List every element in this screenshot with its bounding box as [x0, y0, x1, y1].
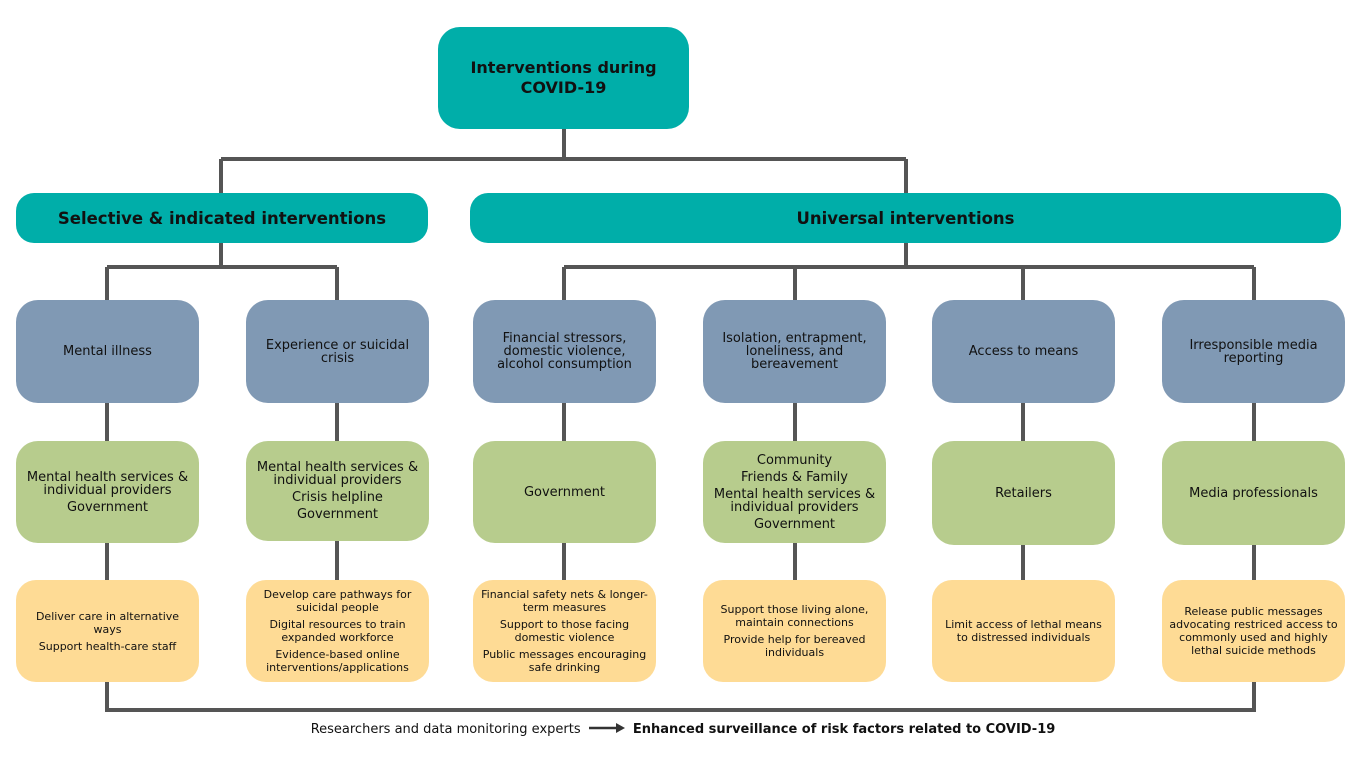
- actor-label: Media professionals: [1189, 485, 1318, 501]
- actor-label: Mental health services & individual prov…: [713, 486, 876, 515]
- action-box-isolation: Support those living alone, maintain con…: [703, 580, 886, 682]
- actor-box-access: Retailers: [932, 441, 1115, 545]
- footer-caption: Researchers and data monitoring experts …: [0, 722, 1366, 737]
- actor-label: Crisis helpline: [292, 490, 383, 505]
- actor-box-suicidal-crisis: Mental health services & individual prov…: [246, 441, 429, 541]
- actor-label: Retailers: [995, 485, 1052, 501]
- actor-label: Community: [756, 452, 833, 468]
- actor-box-financial: Government: [473, 441, 656, 543]
- risk-media-reporting: Irresponsible media reporting: [1162, 300, 1345, 403]
- risk-isolation: Isolation, entrapment, loneliness, and b…: [703, 300, 886, 403]
- actor-label: Government: [66, 499, 149, 515]
- risk-financial-stressors: Financial stressors, domestic violence, …: [473, 300, 656, 403]
- action-label: Provide help for bereaved individuals: [723, 633, 866, 659]
- group-universal: Universal interventions: [470, 193, 1341, 243]
- group-universal-label: Universal interventions: [796, 208, 1015, 228]
- actor-label: Government: [523, 484, 606, 500]
- action-box-financial: Financial safety nets & longer-term meas…: [473, 580, 656, 682]
- action-label: Deliver care in alternative ways: [35, 609, 180, 636]
- risk-label: Experience or suicidal crisis: [265, 337, 410, 366]
- footer-actor: Researchers and data monitoring experts: [310, 722, 581, 737]
- risk-mental-illness: Mental illness: [16, 300, 199, 403]
- risk-label: Access to means: [968, 344, 1079, 359]
- action-label: Release public messages advocating restr…: [1169, 605, 1338, 657]
- actor-box-media: Media professionals: [1162, 441, 1345, 545]
- actor-label: Government: [296, 507, 379, 522]
- actor-label: Government: [753, 516, 836, 532]
- risk-access-to-means: Access to means: [932, 300, 1115, 403]
- risk-label: Isolation, entrapment, loneliness, and b…: [722, 331, 867, 372]
- action-label: Support to those facing domestic violenc…: [499, 618, 630, 644]
- group-selective: Selective & indicated interventions: [16, 193, 428, 243]
- action-box-suicidal-crisis: Develop care pathways for suicidal peopl…: [246, 580, 429, 682]
- actor-box-isolation: Community Friends & Family Mental health…: [703, 441, 886, 543]
- footer-outcome: Enhanced surveillance of risk factors re…: [632, 722, 1056, 737]
- action-box-media: Release public messages advocating restr…: [1162, 580, 1345, 682]
- root-node: Interventions during COVID-19: [438, 27, 689, 129]
- actor-label: Friends & Family: [741, 469, 848, 485]
- risk-suicidal-crisis: Experience or suicidal crisis: [246, 300, 429, 403]
- action-box-access: Limit access of lethal means to distress…: [932, 580, 1115, 682]
- action-label: Limit access of lethal means to distress…: [945, 618, 1102, 644]
- action-box-mental-illness: Deliver care in alternative ways Support…: [16, 580, 199, 682]
- right-arrow-icon: [588, 722, 625, 737]
- action-label: Digital resources to train expanded work…: [269, 618, 406, 644]
- action-label: Financial safety nets & longer-term meas…: [481, 588, 648, 614]
- action-label: Public messages encouraging safe drinkin…: [482, 648, 647, 674]
- action-label: Support those living alone, maintain con…: [720, 603, 869, 629]
- actor-label: Mental health services & individual prov…: [26, 469, 189, 498]
- action-label: Evidence-based online interventions/appl…: [266, 648, 409, 674]
- risk-label: Financial stressors, domestic violence, …: [497, 331, 632, 372]
- risk-label: Irresponsible media reporting: [1189, 337, 1318, 366]
- root-title: Interventions during COVID-19: [470, 58, 657, 97]
- action-label: Develop care pathways for suicidal peopl…: [263, 588, 412, 614]
- actor-label: Mental health services & individual prov…: [256, 460, 419, 488]
- action-label: Support health-care staff: [38, 639, 177, 653]
- group-selective-label: Selective & indicated interventions: [57, 208, 387, 228]
- actor-box-mental-illness: Mental health services & individual prov…: [16, 441, 199, 543]
- risk-label: Mental illness: [63, 344, 152, 359]
